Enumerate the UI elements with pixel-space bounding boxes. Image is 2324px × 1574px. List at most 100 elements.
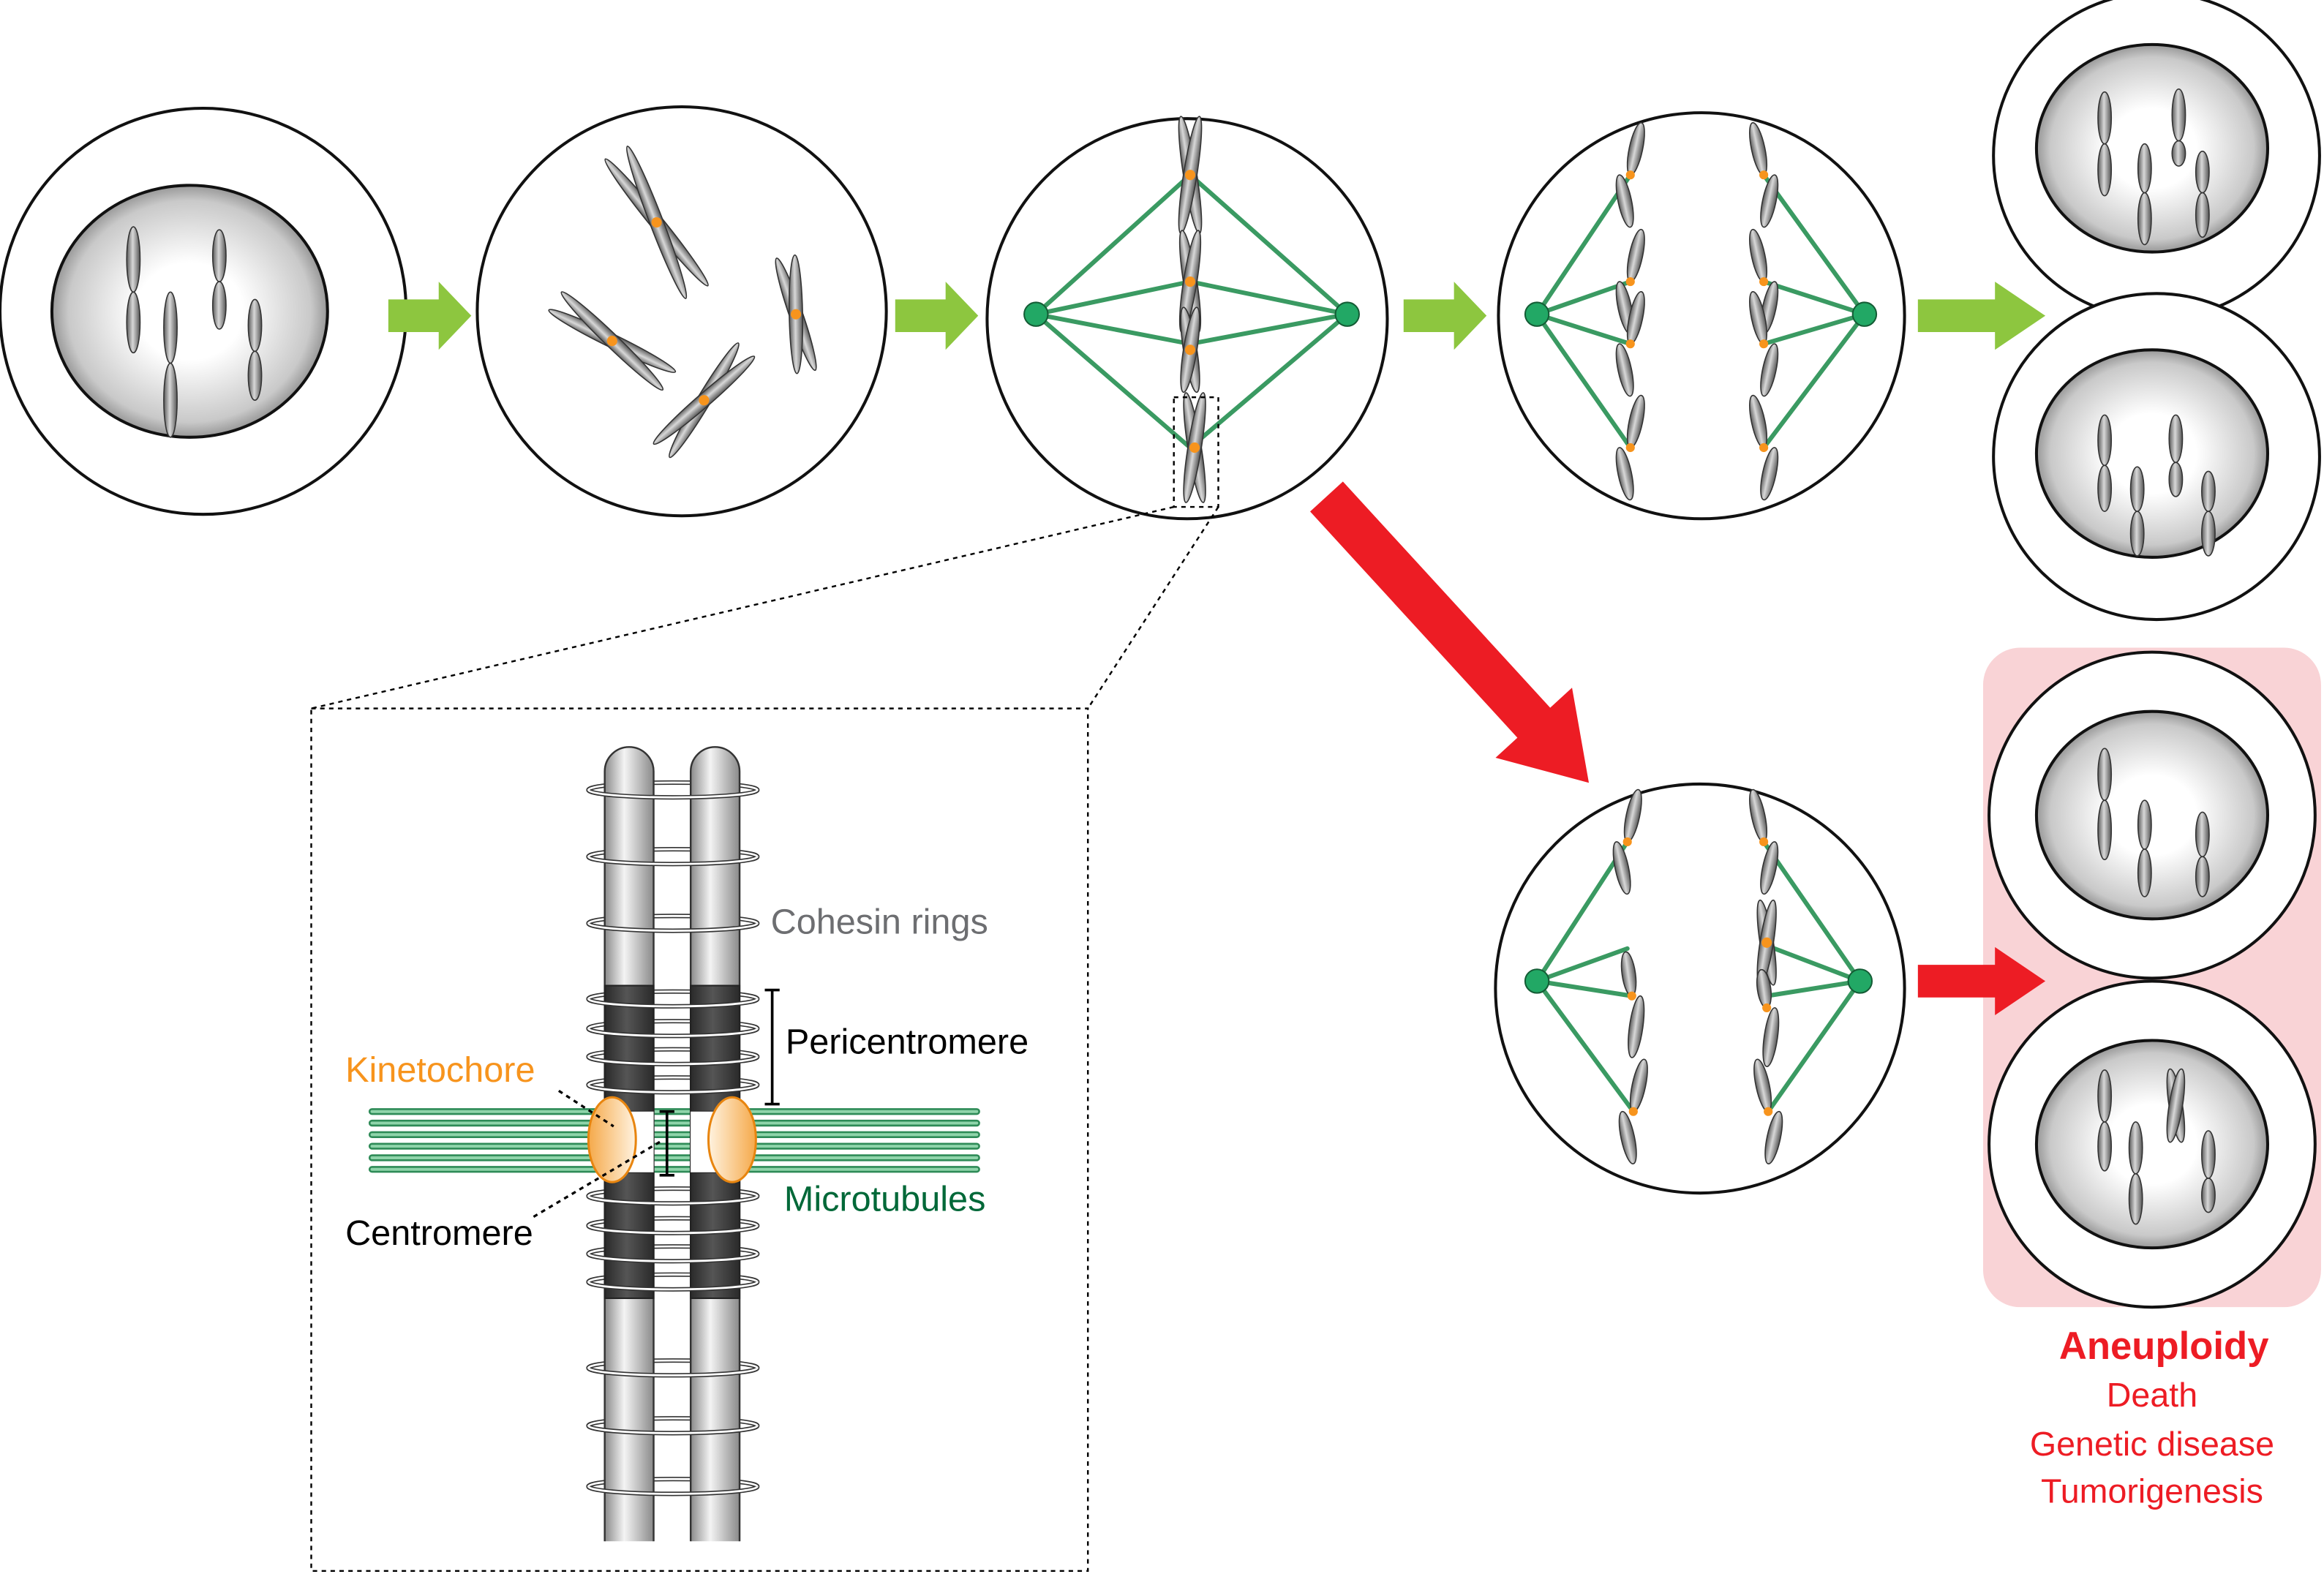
nucleus [2034,709,2270,921]
outcome-item: Tumorigenesis [2041,1472,2263,1510]
zoom-inset: Cohesin rings Pericentromere Kinetochore… [310,396,1219,1573]
chromatid [2097,799,2113,861]
kinetochore-dot [1625,339,1635,349]
spindle-microtubule [1187,312,1350,347]
label-cohesin-rings: Cohesin rings [771,903,988,942]
spindle-microtubule [1535,979,1636,1114]
chromatid [2168,414,2184,464]
arrow-missegregation [1309,481,1590,783]
chromatid [211,281,227,330]
nucleus [2034,42,2270,254]
kinetochore-dot [1628,1107,1638,1116]
spindle-microtubule [1766,979,1862,1114]
daughter-cell-normal-2 [1992,292,2321,622]
arrow-anaphase [1403,282,1487,350]
spindle-microtubule [1034,312,1193,347]
chromatid [2168,462,2184,497]
chromatid [2128,1173,2143,1225]
spindle-microtubule [1187,312,1350,451]
spindle-microtubule [1535,839,1630,984]
label-microtubules: Microtubules [784,1179,986,1219]
chromatid [1612,841,1631,895]
spindle-microtubule [1764,979,1862,998]
chromatid [247,350,263,401]
kinetochore-dot [606,336,617,347]
spindle-microtubule [1761,312,1867,347]
kinetochore-dot [1764,1107,1773,1116]
chromatid [2097,91,2113,145]
chromatid [126,291,141,354]
kinetochore-dot [651,216,662,228]
chromatid [2137,848,2152,897]
cohesin-ring-fill [587,1056,759,1066]
spindle-microtubule [1535,173,1633,317]
spindle-microtubule [1034,312,1193,451]
spindle-microtubule [1535,312,1633,347]
kinetochore-dot [1625,277,1635,287]
chromatid [1760,447,1779,501]
spindle-pole [1524,968,1550,994]
chromatid [247,298,263,353]
spindle-pole [1023,301,1049,327]
chromatid [1615,447,1634,501]
cohesin-ring-fill [587,1253,759,1262]
spindle-microtubule [1761,173,1867,317]
chromatid [2201,470,2216,512]
chromatid [2195,811,2210,858]
chromatid [2097,1121,2113,1172]
cell-prophase [475,105,888,518]
kinetochore-dot [1759,837,1769,847]
kinetochore-dot [1762,1003,1772,1012]
kinetochore-right [707,1096,757,1183]
spindle-microtubule [1761,839,1862,984]
kinetochore-dot [1759,277,1769,287]
chromatid [2097,464,2113,512]
kinetochore-dot [1759,339,1769,349]
cohesin-ring-fill [587,1225,759,1235]
cohesin-ring-back-fill [587,1245,759,1254]
spindle-microtubule [1761,312,1867,451]
cohesin-ring-fill [587,1195,759,1205]
daughter-cell-aneuploid-2 [1988,979,2317,1309]
cohesin-ring-back-fill [587,1417,759,1426]
chromatid [2128,1121,2143,1175]
chromatid [1615,343,1634,397]
cohesin-ring-fill [587,1485,759,1495]
chromatid [2137,143,2152,194]
kinetochore-dot [1761,937,1772,948]
chromatid [1615,174,1634,228]
pericentromere-bracket [764,988,780,1106]
spindle-microtubule [1535,979,1634,998]
pericentromere-region [690,1171,741,1300]
cell-interphase [0,107,408,516]
cohesin-ring-fill [587,1281,759,1291]
chromatid [2201,1178,2216,1213]
cell-metaphase [985,116,1389,521]
spindle-microtubule [1034,173,1193,317]
chromatid [2201,1130,2216,1179]
spindle-pole [1334,301,1360,327]
kinetochore-dot [1625,170,1635,180]
kinetochore-left [587,1096,637,1183]
cell-membrane [475,105,888,518]
spindle-microtubule [1761,279,1867,317]
cohesin-ring-back-fill [587,1217,759,1227]
chromatid [2137,799,2152,850]
chromatid [211,229,227,282]
chromatid [2097,143,2113,197]
chromatid [1628,995,1645,1058]
chromatid [2201,511,2216,557]
chromatid [1760,841,1779,895]
daughter-cell-normal-1 [1992,0,2321,320]
cohesin-ring-back-fill [587,1020,759,1029]
arrow-aneuploid-division [1917,946,2046,1016]
cohesin-ring-back-fill [587,1048,759,1058]
daughter-cell-aneuploid-1 [1988,650,2317,980]
chromatid [1762,1007,1780,1067]
pericentromere-region [603,1171,655,1300]
chromatid [126,226,141,293]
chromatid [2137,192,2152,246]
arrow-prophase [388,282,472,350]
outcome-title: Aneuploidy [2059,1325,2269,1368]
